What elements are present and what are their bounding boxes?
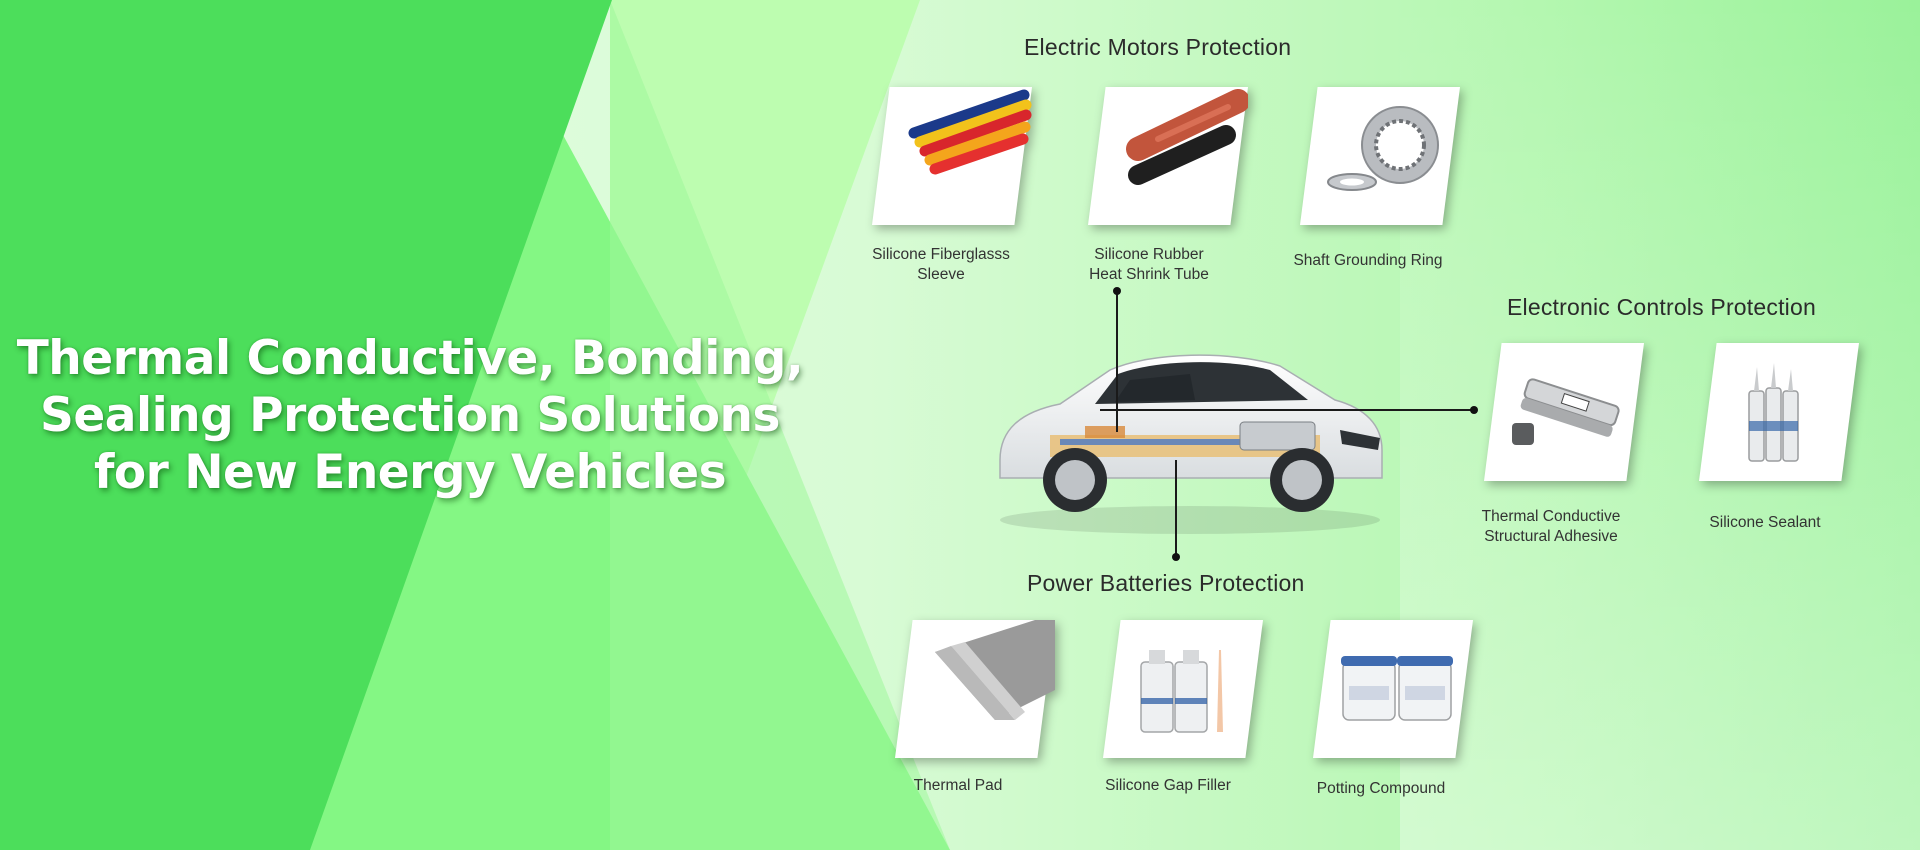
sealant-tubes-icon [1748, 363, 1799, 462]
caption-gap-filler: Silicone Gap Filler [1105, 777, 1231, 794]
section-title-motors: Electric Motors Protection [1024, 34, 1292, 60]
grounding-ring-icon [1327, 106, 1439, 191]
structural-adhesive-icon [1512, 378, 1620, 445]
leader-dot-controls [1470, 406, 1478, 414]
product-card-grounding-ring[interactable] [1300, 87, 1460, 225]
leader-dot-batteries [1172, 553, 1180, 561]
heat-shrink-tube-icon [1126, 89, 1248, 185]
product-card-thermal-pad[interactable] [895, 620, 1055, 758]
section-title-batteries: Power Batteries Protection [1027, 570, 1305, 596]
headline: Thermal Conductive, Bonding, Sealing Pro… [0, 330, 820, 501]
caption-heat-shrink-tube: Silicone Rubber Heat Shrink Tube [1089, 246, 1209, 283]
headline-line-2: Sealing Protection Solutions [40, 388, 780, 443]
fiberglass-sleeve-icon [908, 89, 1032, 175]
caption-thermal-pad: Thermal Pad [913, 777, 1003, 794]
caption-structural-adhesive: Thermal Conductive Structural Adhesive [1481, 508, 1621, 545]
section-title-controls: Electronic Controls Protection [1507, 294, 1816, 320]
gap-filler-icon [1140, 650, 1223, 733]
product-card-silicone-sealant[interactable] [1699, 343, 1859, 481]
car-illustration [999, 354, 1383, 534]
product-card-gap-filler[interactable] [1103, 620, 1263, 758]
thermal-pad-icon [935, 620, 1055, 720]
leader-line-motors [1116, 290, 1118, 432]
caption-potting-compound: Potting Compound [1316, 780, 1446, 797]
product-card-fiberglass-sleeve[interactable] [872, 87, 1032, 225]
caption-silicone-sealant: Silicone Sealant [1709, 514, 1821, 531]
product-card-heat-shrink-tube[interactable] [1088, 87, 1248, 225]
product-card-potting-compound[interactable] [1313, 620, 1473, 758]
caption-grounding-ring: Shaft Grounding Ring [1293, 252, 1443, 269]
leader-line-controls [1100, 409, 1475, 411]
caption-fiberglass-sleeve: Silicone Fiberglasss Sleeve [872, 246, 1010, 283]
leader-dot-motors [1113, 287, 1121, 295]
potting-compound-icon [1341, 656, 1453, 721]
product-card-structural-adhesive[interactable] [1484, 343, 1644, 481]
leader-line-batteries [1175, 460, 1177, 558]
headline-line-1: Thermal Conductive, Bonding, [16, 331, 804, 386]
headline-line-3: for New Energy Vehicles [93, 445, 727, 500]
